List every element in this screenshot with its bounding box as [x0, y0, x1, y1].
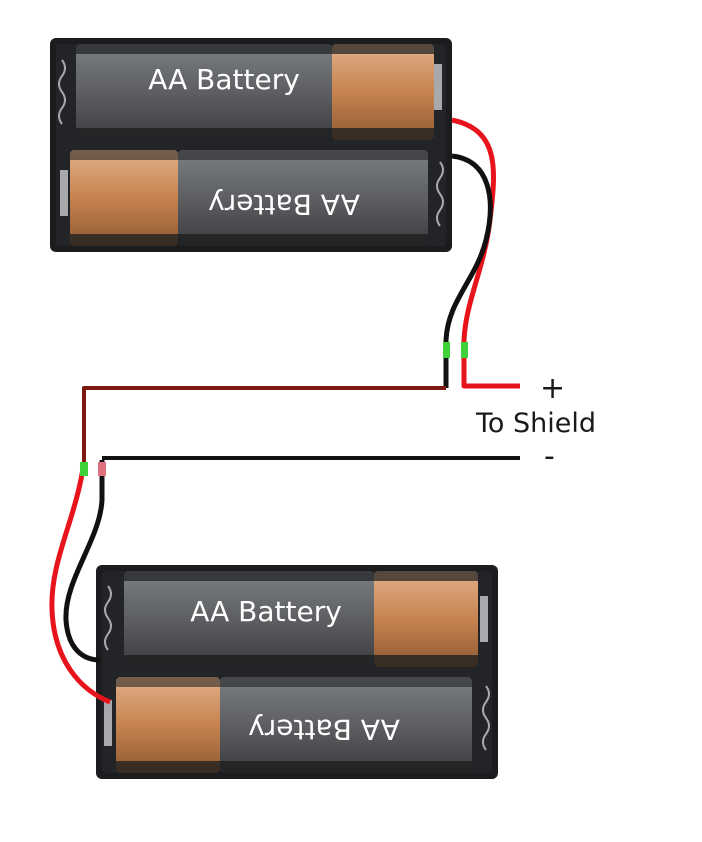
solder-joint — [443, 342, 450, 358]
aa-cell: AA Battery — [70, 150, 428, 246]
battery-holder-top: AA Battery AA Battery — [50, 38, 452, 252]
aa-cell: AA Battery — [76, 44, 434, 140]
battery-holder-bottom: AA Battery AA Battery — [96, 565, 498, 779]
spring-contact — [104, 585, 112, 651]
series-link-wire — [82, 386, 446, 462]
red-wire-bottom — [49, 461, 111, 705]
positive-terminal-label: + — [540, 371, 565, 406]
to-shield-label: To Shield — [475, 408, 596, 439]
solder-joint — [461, 342, 468, 358]
solder-joint — [80, 462, 88, 476]
spring-contact — [482, 685, 490, 751]
battery-label: AA Battery — [190, 595, 342, 628]
aa-cell: AA Battery — [124, 571, 478, 667]
spring-contact — [58, 59, 66, 125]
negative-terminal-label: - — [544, 439, 555, 474]
black-wire-top — [443, 153, 493, 388]
battery-label: AA Battery — [148, 63, 300, 96]
aa-cell: AA Battery — [116, 677, 472, 773]
solder-joint — [98, 462, 106, 476]
battery-label: AA Battery — [208, 188, 360, 221]
black-wire-bottom — [63, 460, 105, 663]
battery-label: AA Battery — [248, 713, 400, 746]
spring-contact — [436, 161, 444, 227]
